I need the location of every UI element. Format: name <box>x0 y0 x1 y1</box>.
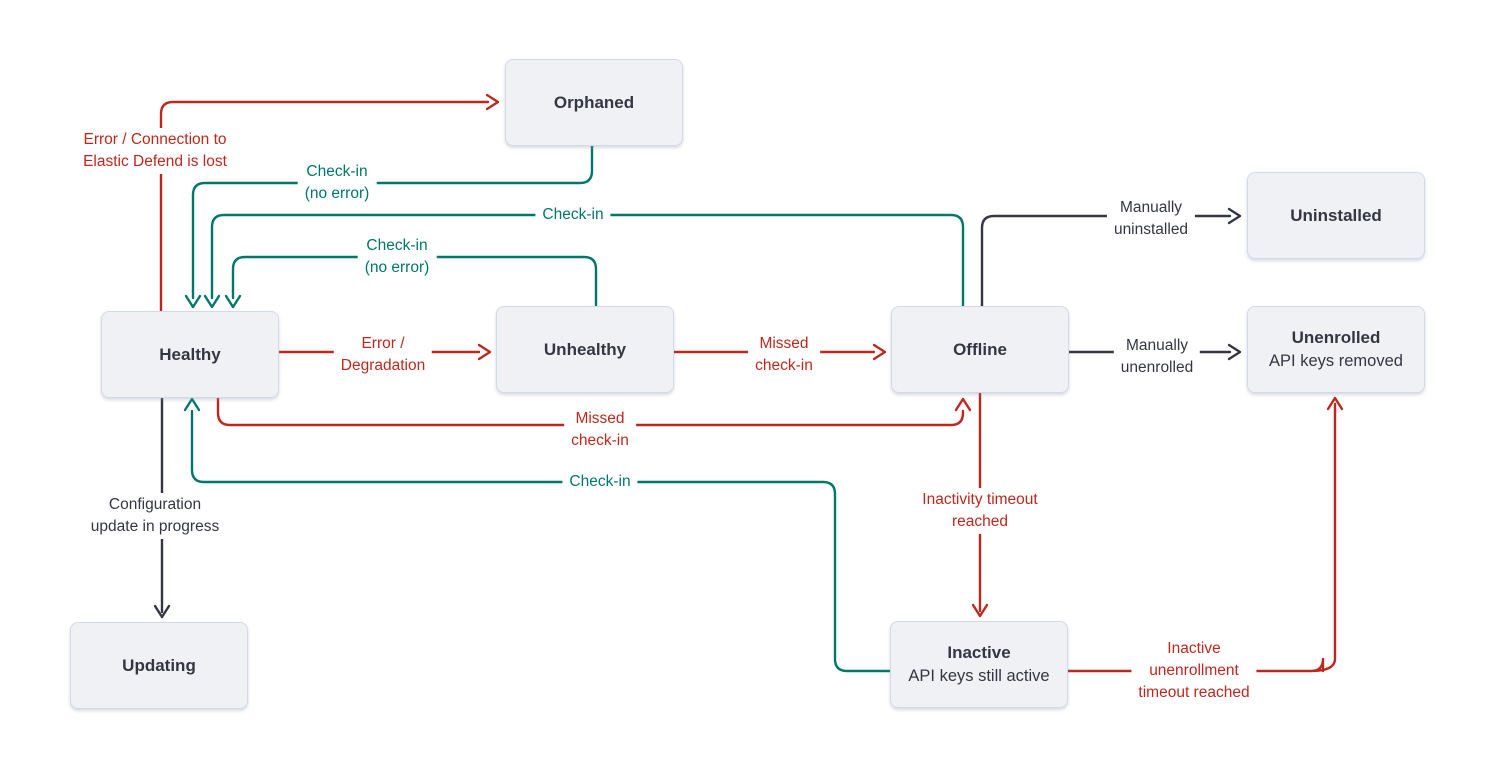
edge-offline-to-healthy <box>210 213 965 308</box>
arrowhead-icon <box>153 604 171 619</box>
edge-label-configuration-update: Configuration update in progress <box>83 493 227 539</box>
arrowhead-icon <box>183 397 201 412</box>
node-inactive-label: Inactive <box>947 642 1011 662</box>
arrowhead-icon <box>477 343 492 361</box>
edge-label-missed-checkin-bottom: Missed check-in <box>564 407 636 453</box>
node-unenrolled-sublabel: API keys removed <box>1269 351 1403 370</box>
edge-label-inactive-unenrollment-timeout: Inactive unenrollment timeout reached <box>1131 637 1257 705</box>
edge-label-manually-unenrolled: Manually unenrolled <box>1113 334 1201 380</box>
node-offline: Offline <box>891 306 1069 393</box>
node-unenrolled: Unenrolled API keys removed <box>1247 306 1425 393</box>
edge-label-checkin-no-error-2: Check-in (no error) <box>357 234 437 280</box>
arrowhead-icon <box>1326 396 1344 411</box>
arrowhead-icon <box>1227 343 1242 361</box>
node-unhealthy-label: Unhealthy <box>543 339 627 359</box>
edge-label-inactivity-timeout: Inactivity timeout reached <box>915 488 1045 534</box>
edge-orphaned-to-healthy <box>191 144 594 300</box>
node-inactive-sublabel: API keys still active <box>908 666 1050 685</box>
edge-inactive-to-unenrolled <box>1065 402 1337 673</box>
node-inactive: Inactive API keys still active <box>890 621 1068 708</box>
arrowhead-icon <box>971 603 989 618</box>
arrowhead-icon <box>872 343 887 361</box>
edge-label-checkin-bottom: Check-in <box>562 470 638 494</box>
node-orphaned-label: Orphaned <box>553 92 635 112</box>
node-unenrolled-label: Unenrolled <box>1291 327 1381 347</box>
node-orphaned: Orphaned <box>505 59 683 146</box>
edge-label-error-connection: Error / Connection to Elastic Defend is … <box>76 128 234 174</box>
edge-label-missed-checkin-top: Missed check-in <box>748 332 820 378</box>
node-unhealthy: Unhealthy <box>496 306 674 393</box>
arrowhead-icon <box>203 294 221 309</box>
node-updating: Updating <box>70 622 248 709</box>
arrowhead-icon <box>485 93 500 111</box>
edge-healthy-to-orphaned <box>159 100 490 313</box>
arrowhead-icon <box>954 397 972 412</box>
edge-label-checkin-top: Check-in <box>535 203 611 227</box>
arrowhead-icon <box>224 294 242 309</box>
node-uninstalled-label: Uninstalled <box>1290 205 1382 225</box>
edge-offline-to-uninstalled <box>980 214 1232 308</box>
arrowhead-icon <box>184 294 202 309</box>
node-offline-label: Offline <box>953 339 1007 359</box>
node-healthy: Healthy <box>101 311 279 398</box>
edge-label-manually-uninstalled: Manually uninstalled <box>1106 196 1196 242</box>
node-uninstalled: Uninstalled <box>1247 172 1425 259</box>
arrowhead-icon <box>1227 207 1242 225</box>
edge-inactive-to-healthy <box>190 409 892 673</box>
edge-label-error-degradation: Error / Degradation <box>333 332 433 378</box>
node-healthy-label: Healthy <box>159 344 221 364</box>
edge-label-checkin-no-error-1: Check-in (no error) <box>297 160 377 206</box>
node-updating-label: Updating <box>122 655 196 675</box>
